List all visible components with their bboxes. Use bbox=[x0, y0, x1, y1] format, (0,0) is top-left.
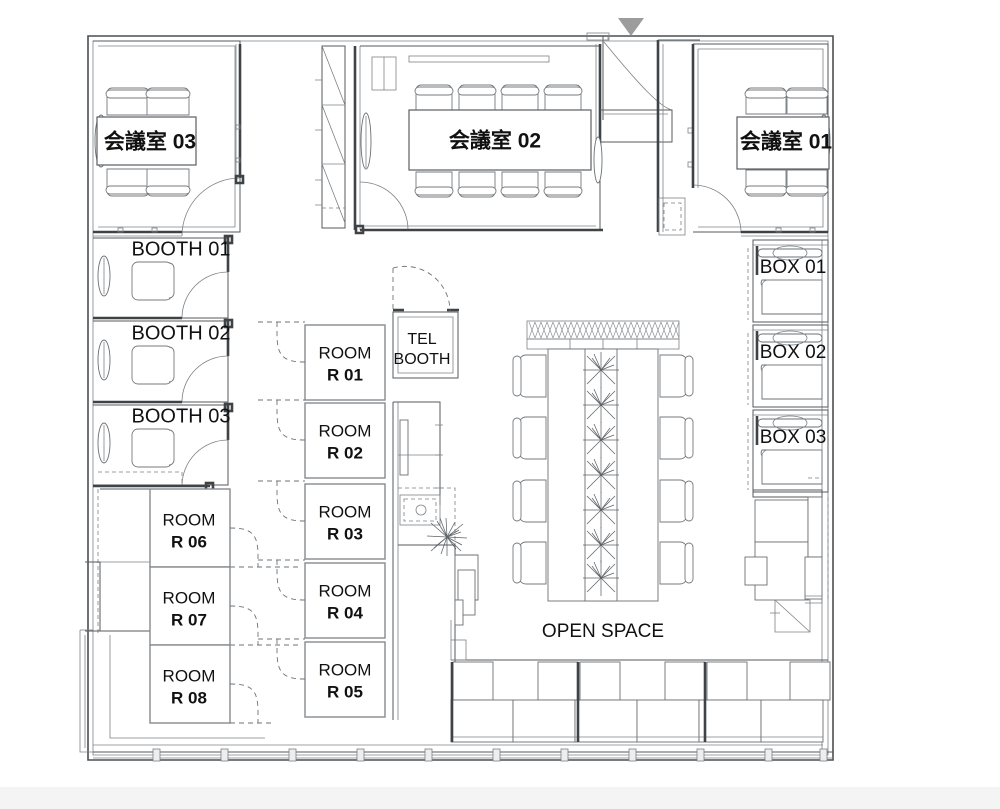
room-r01-line2: R 01 bbox=[327, 365, 363, 384]
bottom-desks bbox=[450, 620, 831, 743]
room-r08-line1: ROOM bbox=[163, 666, 216, 685]
chair-booth01 bbox=[131, 261, 175, 301]
room-r03-line2: R 03 bbox=[327, 524, 363, 543]
entry-lobby bbox=[586, 32, 742, 236]
bottom-background-strip bbox=[0, 787, 1000, 809]
door-panel-mr02 bbox=[593, 136, 603, 184]
openspace-chairs-right bbox=[659, 354, 694, 585]
room-r02[interactable]: ROOM R 02 bbox=[258, 399, 386, 479]
room-r01[interactable]: ROOM R 01 bbox=[258, 321, 386, 401]
monitor-booth02 bbox=[97, 339, 111, 381]
bottom-window-wall bbox=[93, 748, 833, 762]
tel-booth[interactable] bbox=[392, 265, 459, 379]
tel-booth-line2: BOOTH bbox=[394, 351, 451, 368]
booth-01[interactable]: BOOTH 01 bbox=[93, 234, 234, 320]
monitor-booth01 bbox=[97, 255, 111, 297]
meeting-room-01-label: 会議室 01 bbox=[740, 130, 833, 154]
room-r05[interactable]: ROOM R 05 bbox=[258, 638, 386, 718]
open-space-table: OPEN SPACE bbox=[512, 320, 694, 642]
tel-booth-text: TEL BOOTH bbox=[394, 331, 451, 368]
booth-01-label: BOOTH 01 bbox=[132, 238, 231, 260]
room-r03-line1: ROOM bbox=[319, 502, 372, 521]
meeting-room-02[interactable]: 会議室 02 bbox=[360, 44, 603, 232]
box-01[interactable]: BOX 01 bbox=[747, 239, 829, 323]
room-r08[interactable]: ROOM R 08 bbox=[149, 644, 272, 724]
room-r03[interactable]: ROOM R 03 bbox=[258, 480, 386, 560]
room-r08-line2: R 08 bbox=[171, 688, 207, 707]
planter-hatch bbox=[528, 321, 680, 339]
room-r07-line1: ROOM bbox=[163, 588, 216, 607]
room-r02-line1: ROOM bbox=[319, 421, 372, 440]
door-panel-left bbox=[360, 112, 372, 170]
room-r04-line2: R 04 bbox=[327, 603, 363, 622]
meeting-room-02-label: 会議室 02 bbox=[449, 129, 541, 153]
elevator-box bbox=[658, 197, 686, 236]
monitor-booth03 bbox=[97, 422, 111, 464]
booth-03[interactable]: BOOTH 03 bbox=[93, 402, 234, 492]
right-lower-furniture bbox=[744, 489, 829, 633]
booth-02[interactable]: BOOTH 02 bbox=[93, 318, 234, 404]
room-r07-line2: R 07 bbox=[171, 610, 207, 629]
building-outer-walls bbox=[79, 35, 834, 761]
room-r04-line1: ROOM bbox=[319, 581, 372, 600]
room-r05-line2: R 05 bbox=[327, 682, 363, 701]
room-r06-line2: R 06 bbox=[171, 532, 207, 551]
kitchenette-area bbox=[392, 401, 479, 720]
shelving-unit bbox=[315, 45, 409, 235]
chair-booth02 bbox=[131, 345, 175, 385]
tel-booth-line1: TEL bbox=[407, 331, 436, 348]
booth-03-label: BOOTH 03 bbox=[132, 405, 231, 427]
chair-booth03 bbox=[131, 428, 175, 468]
room-r06-line1: ROOM bbox=[163, 510, 216, 529]
box-03-label: BOX 03 bbox=[760, 427, 827, 448]
box-02[interactable]: BOX 02 bbox=[747, 324, 829, 408]
meeting-room-03[interactable]: 会議室 03 bbox=[93, 40, 245, 237]
room-r02-line2: R 02 bbox=[327, 443, 363, 462]
room-r04[interactable]: ROOM R 04 bbox=[258, 559, 386, 639]
meeting-room-01[interactable]: 会議室 01 bbox=[691, 43, 833, 237]
chair-group-mr02-top bbox=[414, 84, 583, 111]
sink-icon bbox=[399, 494, 441, 526]
room-r06[interactable]: ROOM R 06 bbox=[149, 488, 300, 568]
open-space-label: OPEN SPACE bbox=[542, 621, 664, 642]
plant-icon bbox=[426, 517, 468, 556]
entrance-arrow-down-icon bbox=[618, 18, 644, 36]
room-r05-line1: ROOM bbox=[319, 660, 372, 679]
box-02-label: BOX 02 bbox=[760, 342, 827, 363]
meeting-room-03-label: 会議室 03 bbox=[104, 130, 196, 154]
room-r01-line1: ROOM bbox=[319, 343, 372, 362]
box-01-label: BOX 01 bbox=[760, 257, 827, 278]
table-plants bbox=[583, 352, 619, 596]
booth-02-label: BOOTH 02 bbox=[132, 322, 231, 344]
openspace-chairs-left bbox=[512, 354, 547, 585]
chair-group-mr02-bottom bbox=[414, 171, 583, 198]
box-03[interactable]: BOX 03 bbox=[747, 409, 829, 493]
